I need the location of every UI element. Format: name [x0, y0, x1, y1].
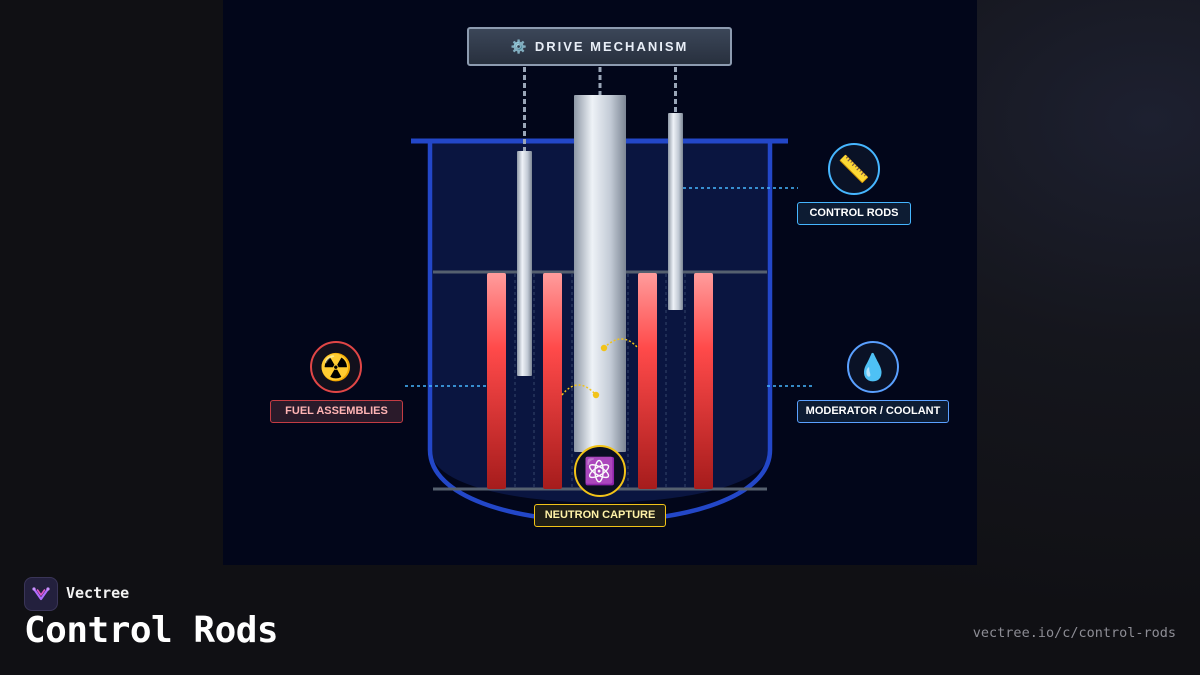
control-rods — [517, 95, 683, 452]
fuel-assemblies-label: FUEL ASSEMBLIES — [270, 400, 403, 423]
control-rod-left — [517, 151, 532, 376]
page-url[interactable]: vectree.io/c/control-rods — [972, 625, 1176, 641]
water-drop-icon: 💧 — [847, 341, 899, 393]
fuel-rod-4 — [694, 273, 713, 489]
fuel-rod-2 — [543, 273, 562, 489]
callout-leaders — [405, 187, 815, 387]
page-title: Control Rods — [24, 610, 279, 651]
fuel-rod-3 — [638, 273, 657, 489]
ruler-icon: 📏 — [828, 143, 880, 195]
vectree-logo-icon — [24, 577, 58, 611]
radioactive-icon: ☢️ — [310, 341, 362, 393]
brand-name: Vectree — [66, 584, 130, 602]
control-rods-label: CONTROL RODS — [797, 202, 911, 225]
neutron-1 — [592, 391, 600, 399]
atom-icon: ⚛️ — [574, 445, 626, 497]
drive-cables — [523, 67, 677, 151]
neutron-capture-label: NEUTRON CAPTURE — [534, 504, 666, 527]
control-rod-center — [574, 95, 626, 452]
fuel-assemblies — [487, 273, 713, 489]
moderator-coolant-label: MODERATOR / COOLANT — [797, 400, 949, 423]
control-rod-right — [668, 113, 683, 310]
drive-mechanism-box: ⚙️ DRIVE MECHANISM — [467, 27, 732, 66]
neutron-paths — [561, 338, 639, 396]
fuel-rod-1 — [487, 273, 506, 489]
neutron-2 — [600, 344, 608, 352]
drive-mechanism-label: DRIVE MECHANISM — [534, 39, 689, 54]
gear-icon: ⚙️ — [510, 38, 527, 54]
